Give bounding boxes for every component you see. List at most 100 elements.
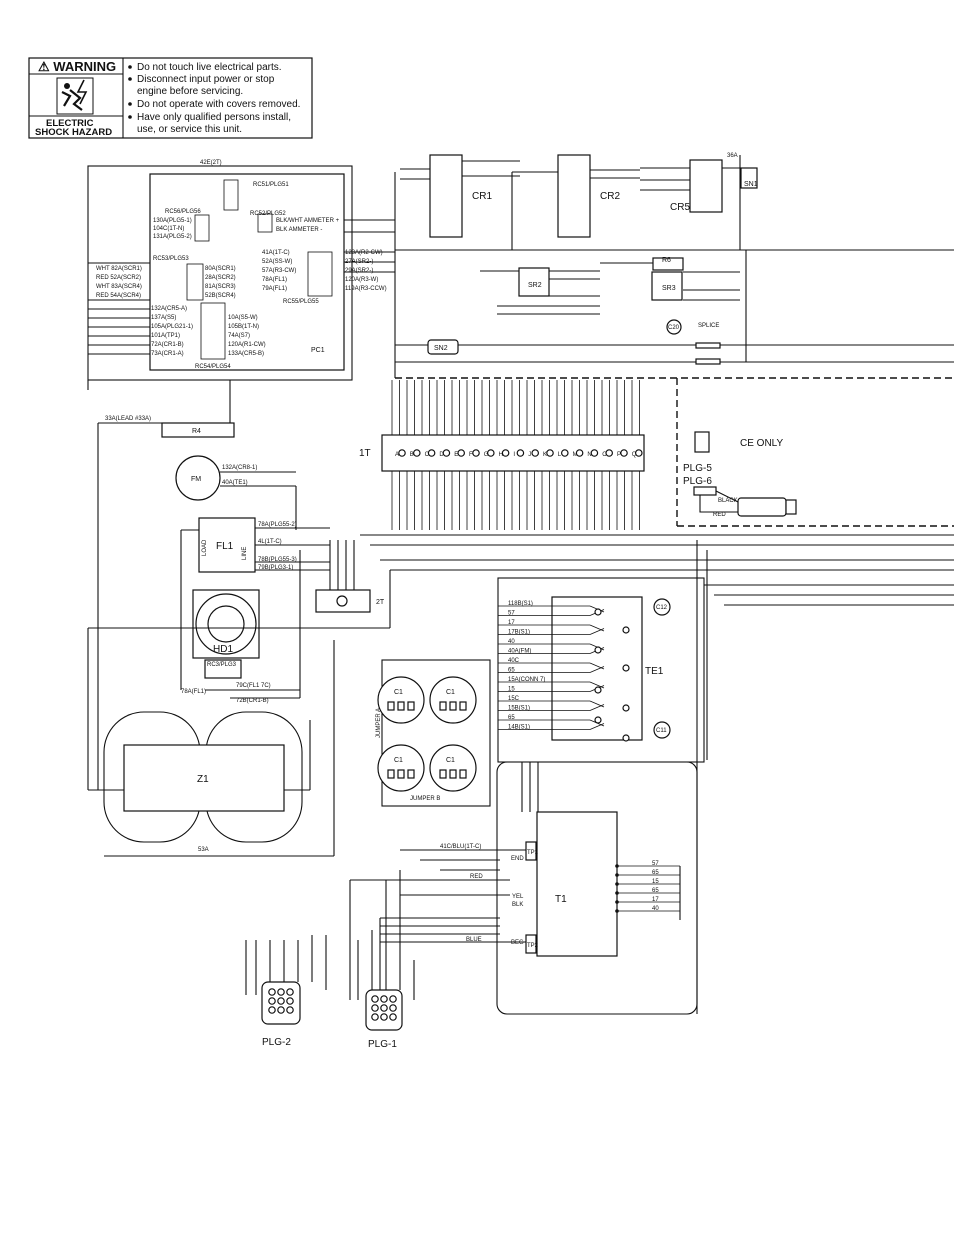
plug-pin — [380, 1013, 388, 1021]
r6-label: R6 — [662, 257, 671, 264]
wire-132a: 132A(CR8-1) — [222, 465, 257, 471]
terminal-strip-te1: TE1 C12 C11 118B(S1)571717B(S1)4040A(FM)… — [497, 577, 954, 763]
wire-yel: YEL — [512, 894, 524, 900]
tb1-terminal-screw — [457, 449, 466, 457]
wire-42e: 42E(2T) — [200, 160, 222, 166]
rc53-row-3-left: WHT 83A(SCR4) — [96, 284, 142, 290]
warning-item-3: engine before servicing. — [137, 86, 243, 97]
tb1-terminal-label: O — [602, 452, 607, 458]
tb1-terminal-screw — [486, 449, 495, 457]
rc54-row-1-left: 132A(CR5-A) — [151, 306, 187, 312]
red-label: RED — [713, 512, 726, 518]
sr2-label: SR2 — [528, 282, 542, 289]
plug-pin — [389, 995, 397, 1003]
te1-wire-link — [589, 624, 605, 632]
t2-label: 2T — [376, 599, 385, 606]
te1-wire-label: 118B(S1) — [508, 601, 533, 607]
capacitor-c1 — [429, 676, 477, 724]
rc54-row-3-left: 105A(PLG21-1) — [151, 324, 193, 330]
t1-tap-label: 65 — [652, 870, 659, 876]
tb1-terminal-screw — [516, 449, 525, 457]
rc53-row-1-left: WHT 82A(SCR1) — [96, 266, 142, 272]
te1-wire-label: 40 — [508, 639, 515, 645]
rc55-row-3-right: 29A(SR2-) — [345, 268, 373, 274]
t1-tap-label: 17 — [652, 897, 659, 903]
t1-end-label: END — [511, 856, 524, 862]
black-label: BLACK — [718, 498, 738, 504]
te1-terminal — [622, 664, 630, 672]
splice-label: SPLICE — [698, 323, 719, 329]
wire-36a: 36A — [727, 153, 738, 159]
tb1-terminal-screw — [427, 449, 436, 457]
tb1-terminal-label: E — [454, 452, 458, 458]
rc54-row-4-right: 74A(S7) — [228, 333, 250, 339]
rc54-row-4-left: 101A(TP1) — [151, 333, 180, 339]
right-edge-harness — [696, 540, 708, 760]
sn1-label: SN1 — [744, 181, 758, 188]
fl1-line-label: LINE — [242, 547, 248, 560]
plug-pin — [371, 1013, 379, 1021]
rc54-label: RC54/PLG54 — [195, 364, 231, 370]
tb1-terminal-screw — [398, 449, 406, 457]
main-harness — [394, 172, 954, 379]
c1-terminal — [387, 701, 395, 711]
plg2-pins — [268, 988, 294, 1014]
rc55-row-5-left: 79A(FL1) — [262, 286, 287, 292]
tb1-terminal-label: Q — [632, 452, 637, 458]
te1-terminal — [594, 686, 602, 694]
te1-terminal — [594, 646, 602, 654]
inductor-z1: Z1 53A — [88, 640, 335, 857]
tb1-terminal-label: N — [587, 452, 591, 458]
tb1-terminal-screw — [412, 449, 421, 457]
filter-fl1: FL1 LOAD LINE 78A(PLG55-2) 4L(1T-C) 78B(… — [180, 517, 330, 690]
wire-33a: 33A(LEAD #33A) — [105, 416, 151, 422]
rc54-row-2-left: 137A(S5) — [151, 315, 176, 321]
wire-41c: 41C/BLU(1T-C) — [440, 844, 481, 850]
c1-terminal — [397, 701, 405, 711]
tb1-terminal-label: G — [484, 452, 489, 458]
rc3-label: RC3/PLG3 — [207, 662, 237, 668]
tb1-terminal-label: L — [558, 452, 562, 458]
c11-label: C11 — [656, 728, 667, 734]
sr2-module: SR2 — [480, 267, 600, 315]
shock-hazard-icon — [56, 77, 94, 115]
tb1-terminal-screw — [472, 449, 480, 457]
plug-pin — [286, 997, 294, 1005]
jumper-b-label: JUMPER B — [410, 796, 440, 802]
tb1-terminal-label: I — [513, 452, 515, 458]
c12-label: C12 — [656, 605, 668, 611]
relay-cr2: CR2 — [511, 154, 640, 250]
t1-tap-dot — [615, 900, 619, 904]
plug-pin — [286, 988, 294, 996]
cr2-label: CR2 — [600, 191, 620, 202]
sr3-label: SR3 — [662, 285, 676, 292]
tb1-terminal-screw — [605, 449, 614, 457]
relay-cr1: CR1 — [400, 154, 520, 238]
tb1-terminal-screw — [546, 449, 554, 457]
rc54-row-2-right: 10A(S5-W) — [228, 315, 258, 321]
tb1-terminal-screw — [560, 449, 569, 457]
rc53-row-4-left: RED 54A(SCR4) — [96, 293, 141, 299]
wire-78a: 78A(PLG55-2) — [258, 522, 297, 528]
plg1-label: PLG-1 — [368, 1039, 397, 1050]
te1-wire-label: 65 — [508, 715, 515, 721]
tb1-label: 1T — [359, 448, 371, 459]
warning-item-4: Do not operate with covers removed. — [137, 99, 300, 110]
te1-wire-label: 15 — [508, 687, 515, 693]
c1-terminal — [459, 701, 467, 711]
c1-terminal — [407, 769, 415, 779]
t1-tap-label: 57 — [652, 861, 659, 867]
tb1-terminal-screw — [501, 449, 510, 457]
tb1-terminal-label: M — [573, 452, 578, 458]
rc54-row-5-right: 120A(R1-CW) — [228, 342, 266, 348]
plug-pin — [389, 1004, 397, 1012]
plug-pin — [371, 1004, 379, 1012]
te1-wire-link — [589, 628, 605, 635]
hazard-line-1: ELECTRIC — [46, 118, 94, 129]
tb1-terminal-label: B — [410, 452, 414, 458]
